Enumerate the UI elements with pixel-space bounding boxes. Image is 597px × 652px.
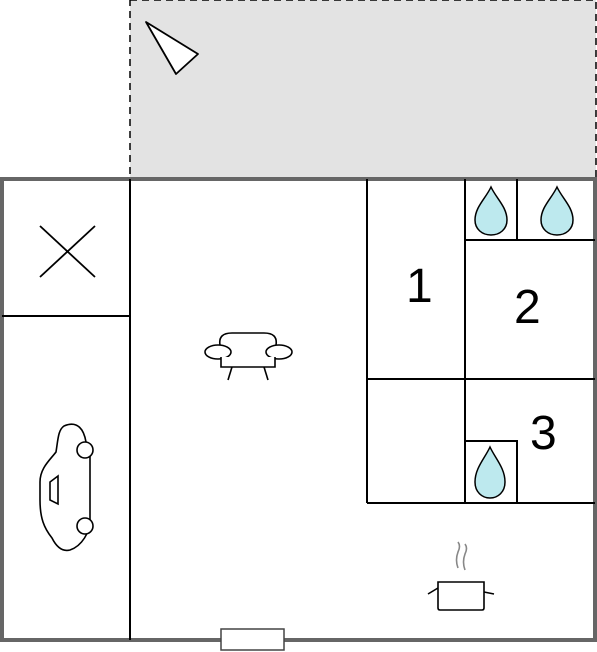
- stairs-void-icon: [39, 225, 96, 278]
- toilet-icon: [474, 445, 506, 499]
- outer-wall: [0, 177, 597, 642]
- room-label-2: 2: [514, 281, 541, 334]
- car-icon: [39, 423, 94, 552]
- sink-icon: [540, 185, 574, 236]
- room-label-3: 3: [530, 407, 557, 460]
- compass-icon: [145, 21, 199, 75]
- shower-icon: [474, 185, 508, 236]
- terrace-area: [129, 0, 597, 180]
- sofa-icon: [204, 332, 293, 381]
- room-label-1: 1: [406, 260, 433, 313]
- door-icon: [220, 628, 285, 651]
- room-block-walls: [366, 179, 595, 504]
- cooking-pot-icon: [427, 541, 495, 611]
